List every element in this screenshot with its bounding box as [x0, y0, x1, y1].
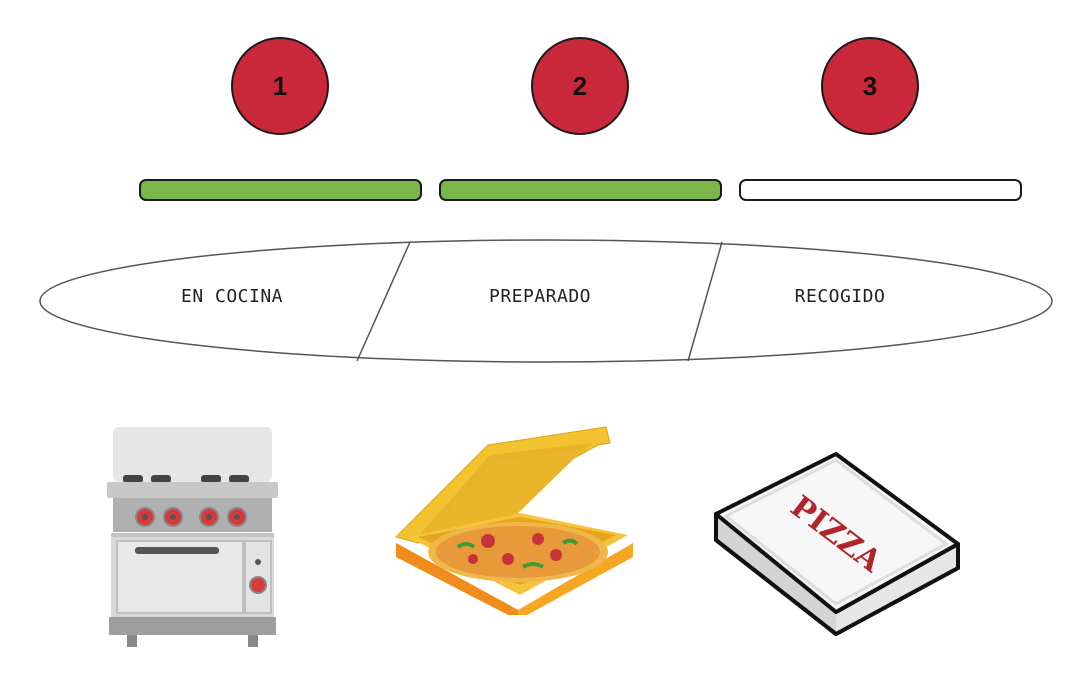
step-3-circle: 3 [821, 37, 919, 135]
step-3-progress-bar [739, 179, 1022, 201]
stage-label-recogido: RECOGIDO [794, 286, 886, 307]
step-2-circle: 2 [531, 37, 629, 135]
stage-divider-1 [356, 241, 411, 362]
stage-label-en-cocina: EN COCINA [180, 286, 284, 307]
open-pizza-box-icon [395, 426, 633, 615]
stage-divider-2 [687, 241, 723, 362]
stage-ellipse [39, 239, 1053, 363]
step-2-progress-bar [439, 179, 722, 201]
stage-label-preparado: PREPARADO [488, 286, 592, 307]
step-3-number: 3 [862, 70, 878, 101]
stove-icon [107, 427, 278, 647]
step-2-number: 2 [572, 70, 588, 101]
step-1-number: 1 [272, 70, 288, 101]
step-1-circle: 1 [231, 37, 329, 135]
step-1-progress-bar [139, 179, 422, 201]
closed-pizza-box-icon: PIZZA [714, 452, 960, 636]
stage-ellipse-outline [39, 239, 1053, 363]
